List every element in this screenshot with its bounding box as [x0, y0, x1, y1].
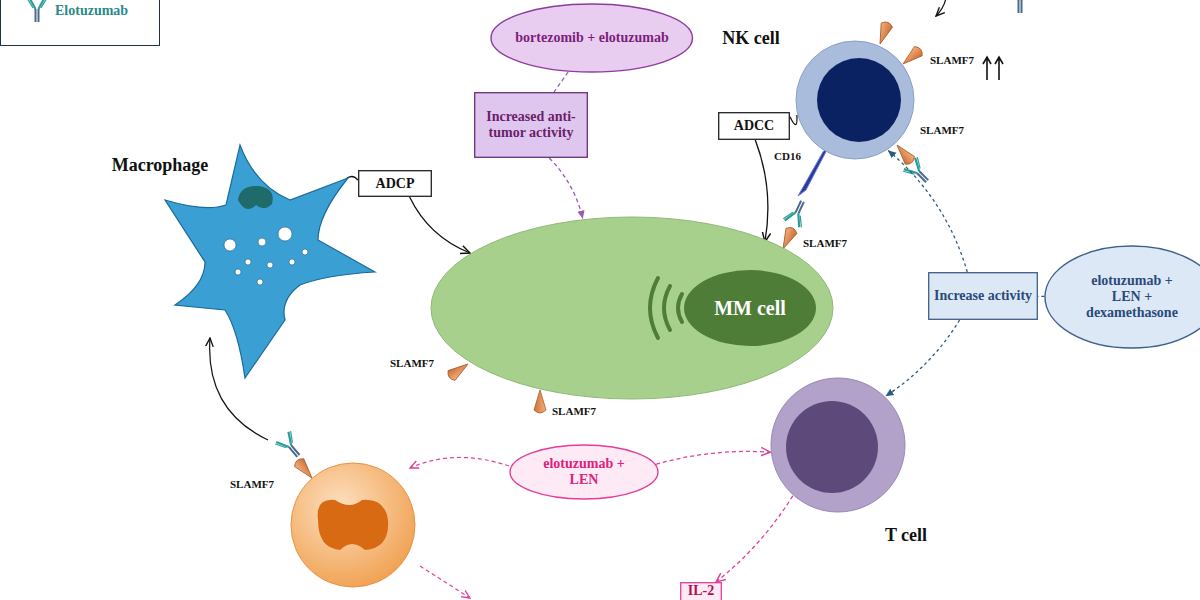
mm-cell: MM cell [430, 216, 834, 400]
vesicle [289, 259, 295, 265]
text-holder: MM cell [685, 274, 815, 342]
ellipse-outline [1045, 246, 1200, 348]
connector [549, 158, 583, 219]
node-text: Increase activity [934, 288, 1032, 304]
cell-membrane [431, 217, 833, 399]
text-holder: NK cell [715, 27, 787, 49]
drug-ellipse: elotuzumab + LEN [509, 444, 659, 500]
part-label: SLAMF7 [552, 405, 596, 418]
ellipse-outline [510, 445, 658, 499]
text-holder: Macrophage [102, 153, 218, 177]
legend-text: Elotuzumab [55, 3, 128, 19]
node-text: ADCC [734, 118, 774, 134]
connector [410, 197, 470, 253]
effect-box: Increase activity [928, 272, 1038, 320]
vesicle [278, 227, 292, 241]
connector [755, 140, 768, 242]
incoming-arrow [936, 0, 946, 16]
immune-cell [291, 463, 415, 587]
antibody-icon [275, 430, 306, 462]
cell-nucleus [238, 186, 273, 209]
shape [770, 377, 906, 513]
cell-nucleus [318, 500, 389, 550]
part-label: SLAMF7 [390, 357, 434, 370]
vesicle [235, 269, 241, 275]
nk-cell: NK cell [795, 40, 915, 160]
node-text: IL-2 [688, 583, 714, 599]
box-outline [681, 583, 722, 600]
node-text: MM cell [714, 297, 786, 320]
antibody-icon [783, 197, 812, 228]
connector [716, 496, 793, 582]
vesicle [267, 262, 273, 268]
node-text: Increased anti-tumor activity [474, 109, 588, 141]
antibody-icon [902, 156, 934, 188]
box-outline [719, 113, 790, 140]
cd16-receptor [798, 144, 830, 196]
drug-ellipse: bortezomib + elotuzumab [490, 3, 694, 73]
node-text: NK cell [722, 28, 779, 49]
slamf7-receptor [874, 20, 893, 46]
macrophage-body [165, 145, 375, 378]
slamf7-receptor [892, 141, 916, 166]
box-outline [475, 93, 588, 158]
legend-icon [25, 0, 49, 25]
mechanism-box: ADCP [358, 170, 432, 197]
vesicle [224, 239, 236, 251]
connector [790, 115, 797, 125]
shape [795, 40, 915, 160]
signal-arc [678, 294, 682, 322]
mechanism-box: ADCC [718, 112, 790, 140]
slamf7-receptor [293, 457, 317, 482]
connector [656, 451, 770, 464]
cell-nucleus [786, 401, 878, 493]
drug-ellipse: elotuzumab + LEN + dexamethasone [1044, 245, 1200, 349]
box-outline [929, 273, 1038, 320]
part-label: SLAMF7 [803, 237, 847, 250]
cell-nucleus [684, 270, 816, 346]
signal-arc [664, 286, 670, 330]
legend-box: Elotuzumab [0, 0, 160, 46]
shape [160, 140, 375, 380]
cytokine-box: IL-2 [680, 582, 722, 600]
antibody-icon [27, 0, 47, 22]
increase-arrows [983, 57, 1003, 80]
part-label: SLAMF7 [230, 478, 274, 491]
vesicle [257, 279, 263, 285]
vesicle [258, 238, 266, 246]
part-label: CD16 [774, 150, 801, 163]
macrophage: Macrophage [160, 140, 375, 380]
slamf7-receptor [446, 359, 472, 382]
signal-arc [650, 278, 658, 338]
arrow [420, 566, 470, 598]
node-text: elotuzumab + LEN + dexamethasone [1076, 273, 1188, 321]
cell-membrane [771, 378, 905, 512]
ellipse-outline [491, 4, 693, 72]
arrow [410, 457, 509, 468]
node-text: bortezomib + elotuzumab [515, 30, 668, 46]
node-text: elotuzumab + LEN [539, 456, 629, 488]
antibody-icon [1010, 0, 1030, 13]
connector [554, 72, 568, 92]
vesicle [245, 259, 251, 265]
cell-nucleus [817, 58, 901, 142]
vesicle [302, 249, 308, 255]
macrophage-outline [165, 145, 375, 378]
node-text: Macrophage [112, 155, 209, 176]
part-label: SLAMF7 [920, 124, 964, 137]
connector [885, 320, 959, 396]
node-text: ADCP [376, 176, 415, 192]
box-outline [359, 171, 432, 197]
t-cell: T cell [770, 377, 906, 513]
part-label: SLAMF7 [930, 54, 974, 67]
slamf7-receptor [534, 390, 546, 413]
text-holder: T cell [874, 523, 938, 547]
cell-membrane [796, 41, 914, 159]
effect-box: Increased anti-tumor activity [474, 92, 588, 158]
connector [1038, 296, 1044, 297]
node-text: T cell [885, 525, 927, 546]
connector [888, 150, 968, 272]
